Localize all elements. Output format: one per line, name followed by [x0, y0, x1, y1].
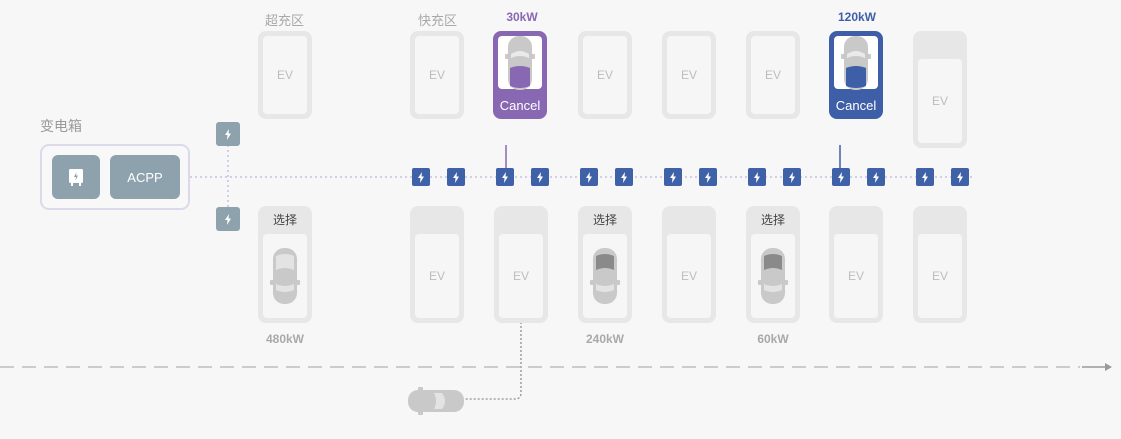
lightning-icon: [225, 213, 231, 225]
slot-ev-label: EV: [583, 36, 627, 114]
power-label-30kw: 30kW: [506, 10, 538, 24]
cabinet-charger-bottom[interactable]: [216, 207, 240, 231]
cabinet-charger-top[interactable]: [216, 122, 240, 146]
select-button[interactable]: 选择: [272, 213, 297, 227]
bottom-slot-3[interactable]: EV: [494, 206, 548, 323]
slot-car-view: [751, 234, 795, 318]
lightning-icon: [705, 171, 711, 183]
car-icon: [505, 35, 535, 90]
bottom-slot-4[interactable]: 选择: [578, 206, 632, 323]
top-slot-6[interactable]: EV: [746, 31, 800, 119]
car-icon: [590, 248, 620, 304]
slot-ev-label: EV: [415, 234, 459, 318]
charger-4a[interactable]: [664, 168, 682, 186]
car-icon: [270, 248, 300, 304]
bottom-slot-1[interactable]: 选择: [258, 206, 312, 323]
charger-7a[interactable]: [916, 168, 934, 186]
charger-5a[interactable]: [748, 168, 766, 186]
top-slot-2[interactable]: EV: [410, 31, 464, 119]
slot-ev-label: EV: [918, 234, 962, 318]
lightning-icon: [502, 171, 508, 183]
lightning-icon: [418, 171, 424, 183]
slot-ev-label: EV: [834, 234, 878, 318]
acpp-button[interactable]: ACPP: [110, 155, 180, 199]
bottom-slot-5[interactable]: EV: [662, 206, 716, 323]
lightning-icon: [670, 171, 676, 183]
lightning-icon: [957, 171, 963, 183]
cancel-button[interactable]: Cancel: [835, 98, 877, 113]
power-label-60kw: 60kW: [757, 332, 789, 346]
power-box-icon: [69, 169, 83, 186]
top-slot-7-active[interactable]: Cancel: [829, 31, 883, 119]
top-slot-1[interactable]: EV: [258, 31, 312, 119]
slot-car-view: [834, 35, 878, 90]
slot-ev-label: EV: [667, 36, 711, 114]
lightning-icon: [789, 171, 795, 183]
car-icon: [408, 387, 464, 415]
lightning-icon: [453, 171, 459, 183]
top-slot-8[interactable]: EV: [913, 31, 967, 148]
slot-car-view: [263, 234, 307, 318]
top-slot-3-active[interactable]: Cancel: [493, 31, 547, 119]
charger-4b[interactable]: [699, 168, 717, 186]
top-slot-5[interactable]: EV: [662, 31, 716, 119]
slot-ev-label: EV: [263, 36, 307, 114]
select-button[interactable]: 选择: [760, 213, 785, 227]
zone-label-fast: 快充区: [418, 13, 458, 28]
top-slot-4[interactable]: EV: [578, 31, 632, 119]
select-button[interactable]: 选择: [592, 213, 617, 227]
slot-ev-label: EV: [499, 234, 543, 318]
car-icon: [841, 35, 871, 90]
slot-car-view: [583, 234, 627, 318]
charger-1a[interactable]: [412, 168, 430, 186]
bottom-slot-2[interactable]: EV: [410, 206, 464, 323]
lightning-icon: [537, 171, 543, 183]
bottom-slot-7[interactable]: EV: [829, 206, 883, 323]
lightning-icon: [621, 171, 627, 183]
slot-car-view: [498, 35, 542, 90]
charger-3b[interactable]: [615, 168, 633, 186]
slot-ev-label: EV: [918, 59, 962, 143]
lightning-icon: [586, 171, 592, 183]
lightning-icon: [225, 128, 231, 140]
lightning-icon: [873, 171, 879, 183]
slot-ev-label: EV: [751, 36, 795, 114]
slot-ev-label: EV: [667, 234, 711, 318]
charger-7b[interactable]: [951, 168, 969, 186]
power-label-120kw: 120kW: [837, 10, 877, 24]
car-icon: [758, 248, 788, 304]
transformer-cabinet: ACPP: [40, 144, 190, 210]
charger-5b[interactable]: [783, 168, 801, 186]
charger-3a[interactable]: [580, 168, 598, 186]
bottom-slot-8[interactable]: EV: [913, 206, 967, 323]
power-label-480kw: 480kW: [265, 332, 305, 346]
power-box-button[interactable]: [52, 155, 100, 199]
lightning-icon: [754, 171, 760, 183]
transformer-label: 变电箱: [40, 118, 82, 134]
charger-6b[interactable]: [867, 168, 885, 186]
lightning-icon: [838, 171, 844, 183]
charger-6a[interactable]: [832, 168, 850, 186]
bottom-slot-6[interactable]: 选择: [746, 206, 800, 323]
lightning-icon: [922, 171, 928, 183]
charger-1b[interactable]: [447, 168, 465, 186]
charger-2a[interactable]: [496, 168, 514, 186]
power-label-240kw: 240kW: [585, 332, 625, 346]
charger-2b[interactable]: [531, 168, 549, 186]
cancel-button[interactable]: Cancel: [499, 98, 541, 113]
zone-label-super: 超充区: [265, 13, 305, 28]
slot-ev-label: EV: [415, 36, 459, 114]
